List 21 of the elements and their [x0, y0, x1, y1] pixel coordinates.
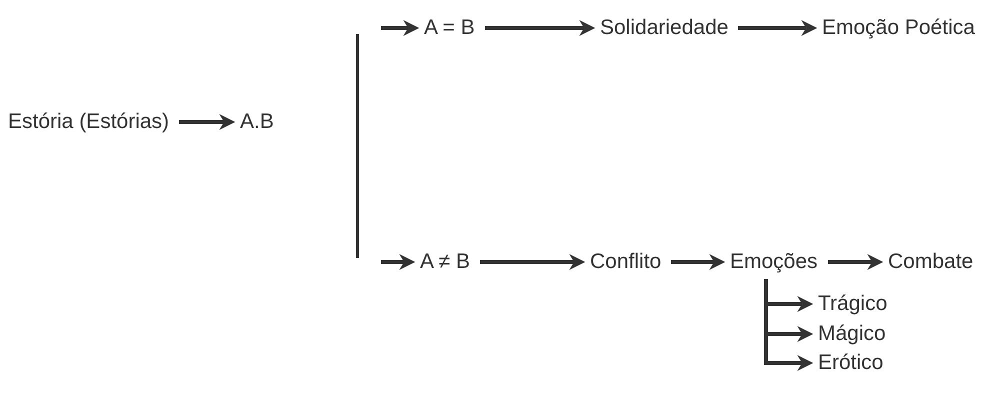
term-text: Solidariedade [600, 15, 728, 41]
vertical-bar [356, 34, 359, 258]
term-text: Emoções [730, 249, 818, 275]
term-text: Erótico [818, 350, 884, 376]
arrow [485, 20, 596, 36]
arrow [671, 254, 726, 270]
arrow [381, 20, 420, 36]
term-text: Mágico [818, 321, 886, 347]
term-text: Combate [888, 249, 974, 275]
term-text: A.B [240, 109, 274, 135]
term-text: A = B [424, 15, 475, 41]
term-text: Conflito [590, 249, 662, 275]
term-text: A ≠ B [420, 249, 470, 275]
arrow [738, 20, 818, 36]
arrow [480, 254, 586, 270]
term-text: Trágico [818, 291, 888, 317]
arrow [381, 254, 416, 270]
arrow [179, 114, 236, 130]
term-text: Estória (Estórias) [8, 109, 170, 135]
arrow [828, 254, 884, 270]
term-text: Emoção Poética [822, 15, 975, 41]
